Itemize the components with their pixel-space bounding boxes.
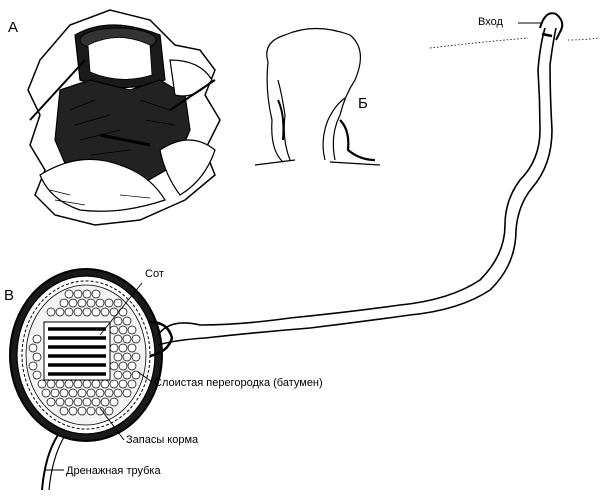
food-store-cell <box>86 406 96 416</box>
food-store-cell <box>122 334 132 344</box>
entrance-label: Вход <box>478 16 503 28</box>
food-store-cell <box>32 334 42 344</box>
food-store-cell <box>118 343 128 353</box>
panel-a-illustration <box>27 9 221 226</box>
food-store-cell <box>127 325 137 335</box>
food-store-cell <box>122 316 132 326</box>
food-store-cell <box>46 379 56 389</box>
food-store-cell <box>55 397 65 407</box>
food-store-cell <box>127 343 137 353</box>
food-store-cell <box>113 298 123 308</box>
food-store-cell <box>73 307 83 317</box>
food-store-cell <box>113 334 123 344</box>
drain-tube-drawing <box>41 434 65 491</box>
food-store-cell <box>118 379 128 389</box>
food-store-cell <box>37 379 47 389</box>
food-store-cell <box>68 298 78 308</box>
food-store-cell <box>46 307 56 317</box>
food-store-cell <box>118 361 128 371</box>
drain-tube-label: Дренажная трубка <box>66 465 161 477</box>
food-store-cell <box>86 298 96 308</box>
food-store-cell <box>127 379 137 389</box>
panel-b-section <box>254 27 381 166</box>
food-store-cell <box>109 325 119 335</box>
food-store-cell <box>104 298 114 308</box>
food-store-cell <box>104 406 114 416</box>
food-store-cell <box>95 388 105 398</box>
food-store-cell <box>113 370 123 380</box>
food-store-cells <box>28 289 141 416</box>
food-store-cell <box>122 352 132 362</box>
food-store-cell <box>64 397 74 407</box>
food-store-cell <box>59 298 69 308</box>
food-store-cell <box>109 397 119 407</box>
food-store-cell <box>73 397 83 407</box>
food-store-cell <box>95 406 105 416</box>
food-store-cell <box>64 289 74 299</box>
food-store-cell <box>131 352 141 362</box>
food-store-cell <box>91 379 101 389</box>
food-store-cell <box>131 334 141 344</box>
food-store-cell <box>28 361 38 371</box>
food-store-cell <box>77 388 87 398</box>
food-store-cell <box>73 289 83 299</box>
food-store-cell <box>100 307 110 317</box>
food-store-cell <box>109 343 119 353</box>
food-store-cell <box>82 307 92 317</box>
food-store-cell <box>77 298 87 308</box>
food-store-cell <box>68 406 78 416</box>
food-store-cell <box>122 370 132 380</box>
food-store-cell <box>59 388 69 398</box>
food-store-cell <box>55 379 65 389</box>
food-store-cell <box>64 379 74 389</box>
food-store-cell <box>122 388 132 398</box>
food-store-cell <box>100 397 110 407</box>
food-store-cell <box>64 307 74 317</box>
leader-lines <box>44 22 542 471</box>
food-store-cell <box>82 379 92 389</box>
food-store-cell <box>82 397 92 407</box>
panel-v-letter: В <box>4 287 15 304</box>
food-store-cell <box>55 307 65 317</box>
food-store-cell <box>131 370 141 380</box>
food-stores-label: Запасы корма <box>126 434 199 446</box>
food-store-cell <box>46 397 56 407</box>
food-store-cell <box>86 388 96 398</box>
food-store-cell <box>82 289 92 299</box>
food-store-cell <box>91 397 101 407</box>
food-store-cell <box>32 352 42 362</box>
food-store-cell <box>109 379 119 389</box>
food-store-cell <box>100 379 110 389</box>
food-store-cell <box>73 379 83 389</box>
food-store-cell <box>41 388 51 398</box>
food-store-cell <box>68 388 78 398</box>
food-store-cell <box>50 388 60 398</box>
food-store-cell <box>118 307 128 317</box>
food-store-cell <box>127 361 137 371</box>
partition-label: Слоистая перегородка (батумен) <box>154 377 323 389</box>
food-store-cell <box>59 406 69 416</box>
food-store-cell <box>113 352 123 362</box>
food-store-cell <box>32 370 42 380</box>
food-store-cell <box>113 316 123 326</box>
food-store-cell <box>118 325 128 335</box>
food-store-cell <box>91 289 101 299</box>
food-store-cell <box>113 388 123 398</box>
food-store-cell <box>91 307 101 317</box>
panel-b-letter: Б <box>358 95 368 112</box>
entrance-tunnel <box>149 12 599 358</box>
food-store-cell <box>28 343 38 353</box>
panel-a-letter: А <box>8 19 19 36</box>
comb-slabs <box>43 321 111 381</box>
food-store-cell <box>77 406 87 416</box>
comb-label: Сот <box>145 268 164 280</box>
food-store-cell <box>109 361 119 371</box>
food-store-cell <box>95 298 105 308</box>
food-store-cell <box>104 388 114 398</box>
